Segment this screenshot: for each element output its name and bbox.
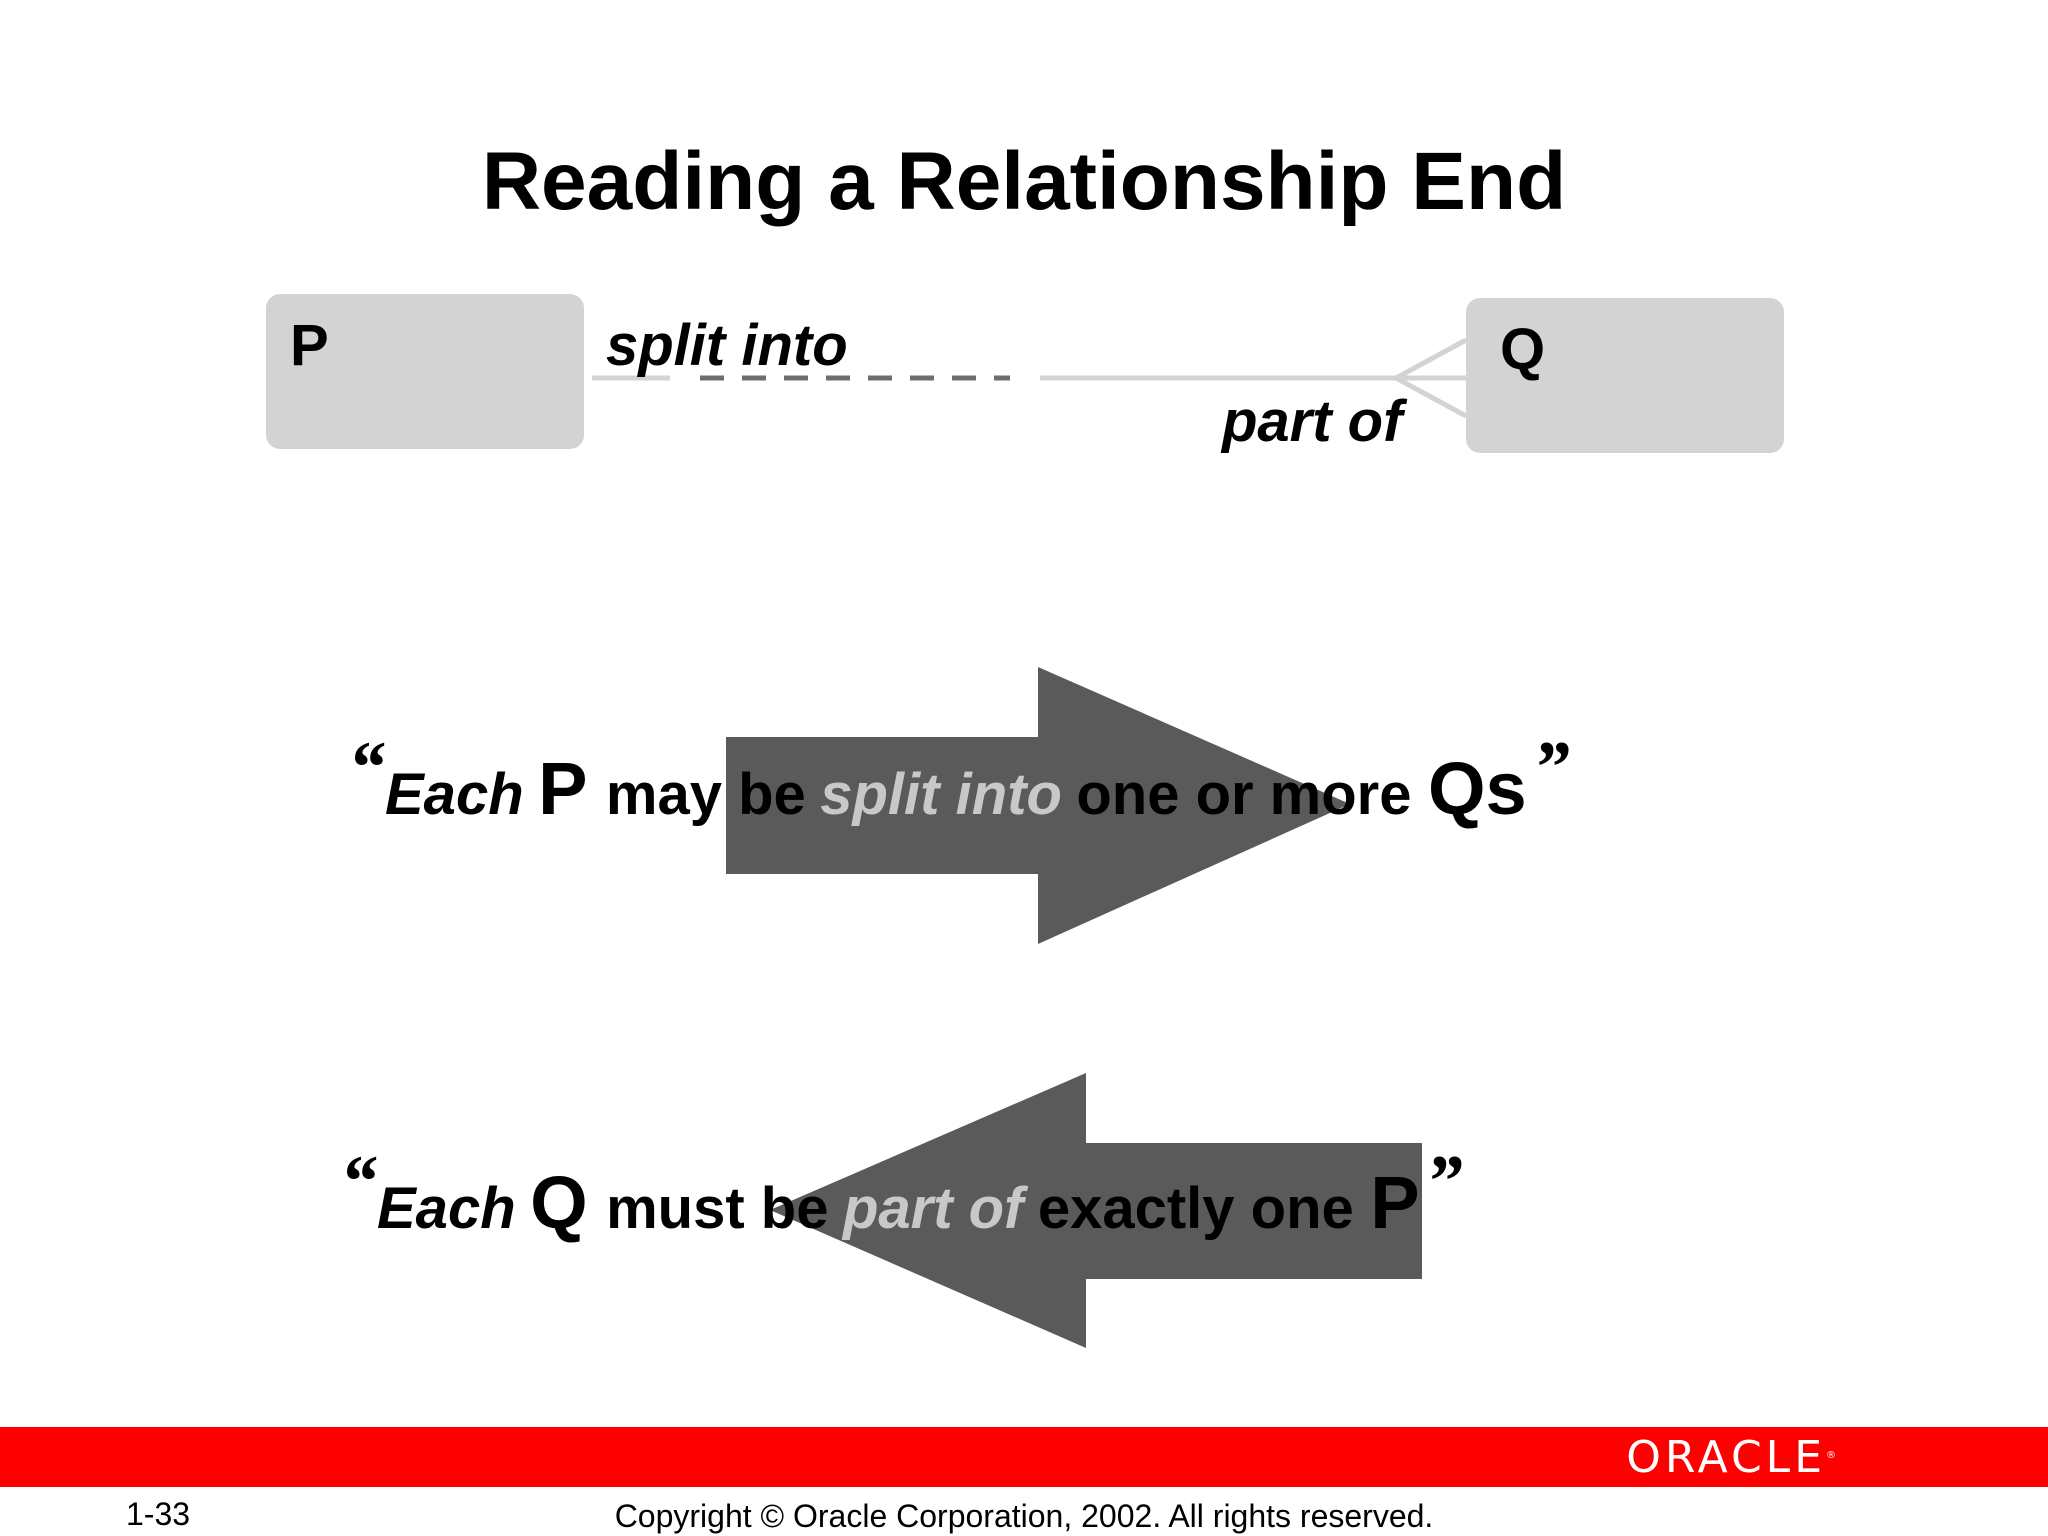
slide-title: Reading a Relationship End: [481, 136, 1567, 227]
oracle-logo: ORACLE®: [1626, 1436, 1836, 1480]
relationship-label-split-into: split into: [606, 313, 848, 378]
close-quote: ”: [1425, 1141, 1463, 1223]
entity-p-label: P: [290, 313, 329, 378]
sentence-relationship-phrase: split into: [820, 762, 1062, 827]
registered-mark: ®: [1826, 1450, 1836, 1461]
sentence-cardinality: one or more: [1076, 762, 1412, 827]
sentence-relationship-phrase: part of: [842, 1176, 1024, 1241]
crows-foot-many-icon: [1394, 337, 1468, 419]
oracle-logo-text: ORACLE: [1626, 1432, 1826, 1483]
entity-q-label: Q: [1500, 317, 1546, 382]
copyright-notice: Copyright © Oracle Corporation, 2002. Al…: [614, 1498, 1434, 1534]
relationship-label-part-of: part of: [1222, 389, 1403, 454]
footer-bar: [0, 1427, 2048, 1487]
reading-sentence-q-to-p: “Each Q must be part of exactly one P”: [340, 1145, 1463, 1244]
sentence-entity-to: P: [1370, 1161, 1420, 1244]
sentence-each: Each: [385, 762, 524, 827]
sentence-optionality: may be: [605, 762, 806, 827]
arrow-right-icon: [726, 667, 1350, 944]
sentence-optionality: must be: [606, 1176, 829, 1241]
sentence-cardinality: exactly one: [1037, 1176, 1354, 1241]
page-number: 1-33: [126, 1496, 191, 1532]
reading-sentence-p-to-q: “Each P may be split into one or more Qs…: [348, 731, 1570, 830]
sentence-each: Each: [377, 1176, 516, 1241]
open-quote: “: [340, 1141, 377, 1223]
entity-p-box: [266, 294, 584, 449]
close-quote: ”: [1532, 727, 1570, 809]
open-quote: “: [348, 727, 385, 809]
arrow-left-icon: [770, 1073, 1422, 1348]
entity-q-box: [1466, 298, 1784, 453]
sentence-entity-from: P: [538, 747, 588, 830]
sentence-entity-from: Q: [530, 1161, 588, 1244]
sentence-entity-to: Qs: [1427, 747, 1527, 830]
